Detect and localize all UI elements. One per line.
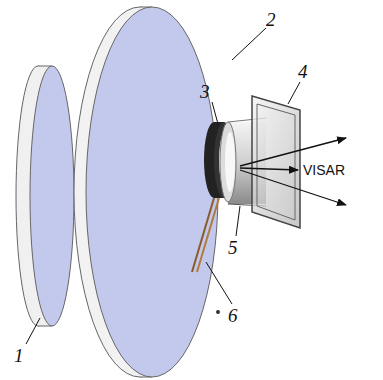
callout-number: 6: [228, 306, 238, 325]
signal-label: VISAR: [303, 163, 345, 177]
callout-number: 3: [200, 82, 210, 101]
callout-number: 1: [14, 346, 24, 365]
disk-1: [16, 66, 74, 326]
callout-number: 2: [266, 10, 276, 29]
wire-6: [192, 198, 219, 272]
disk-2: [74, 7, 220, 377]
plate-4: [252, 96, 300, 228]
callout-number: 4: [298, 62, 308, 81]
visar-beams: [240, 138, 346, 205]
ring-3: [204, 122, 234, 198]
callout-number: 5: [228, 238, 238, 257]
leader-lines: [26, 28, 300, 344]
